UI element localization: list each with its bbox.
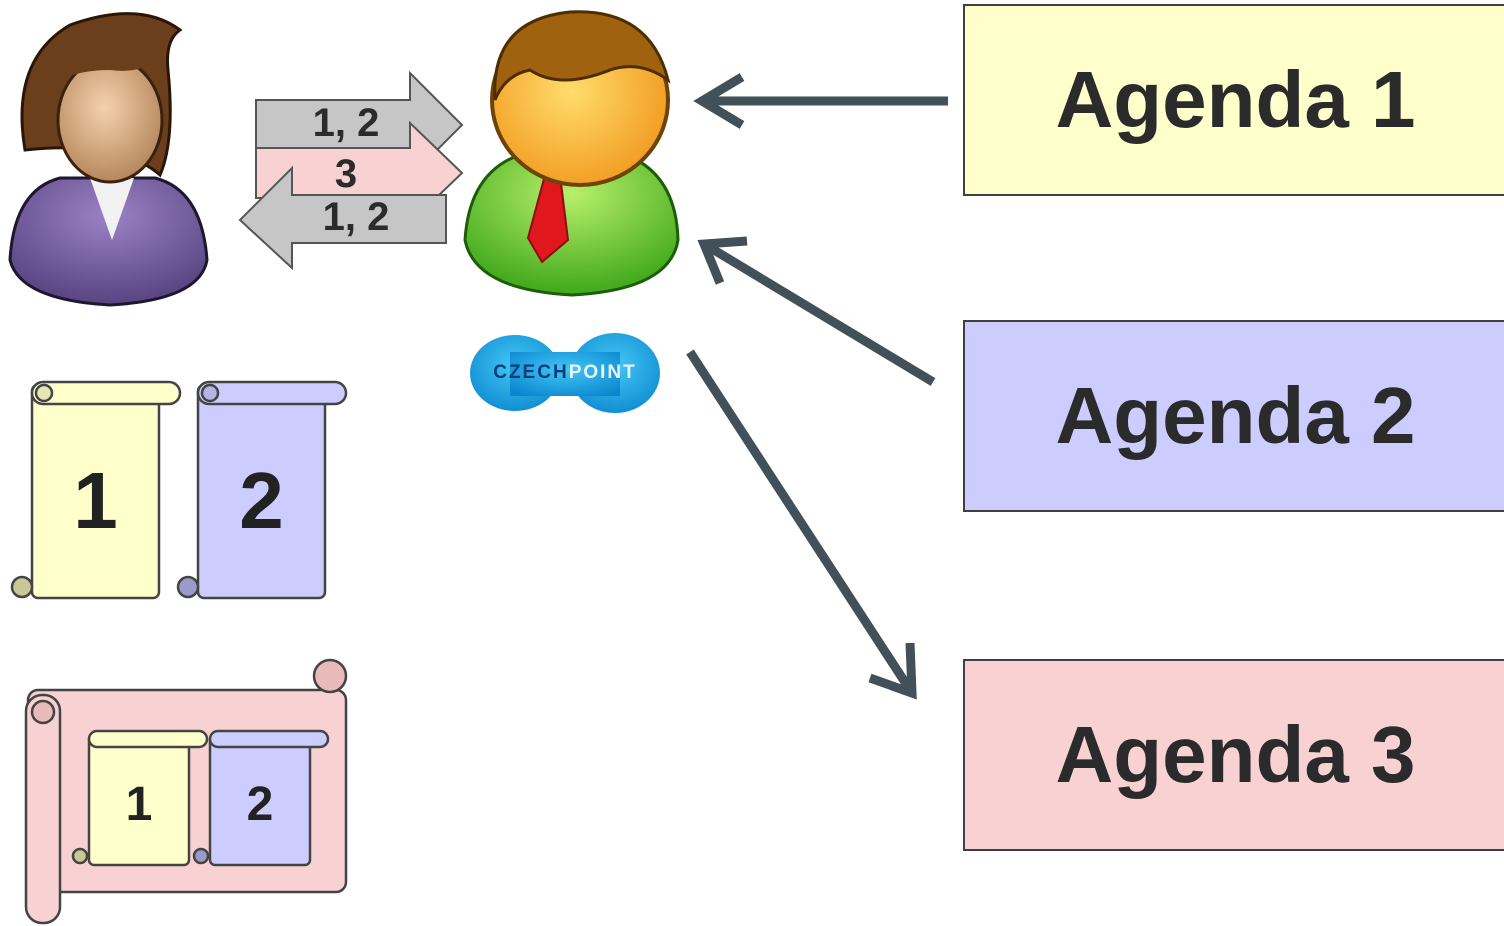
combined-document-1-number: 1 [125, 778, 153, 831]
clerk-man-icon [463, 10, 680, 297]
document-1-number: 1 [73, 456, 118, 545]
czechpoint-logo-shape [470, 333, 660, 413]
connector-arrows [686, 73, 948, 700]
combined-document-2-number: 2 [246, 778, 274, 831]
arrow-agenda2-to-clerk [697, 236, 936, 386]
logo-part-point: POINT [568, 362, 637, 383]
exchange-arrows [238, 70, 464, 271]
agenda-box-2: Agenda 2 [963, 320, 1504, 512]
client-woman-icon [8, 12, 209, 307]
agenda-1-label: Agenda 1 [1055, 55, 1416, 144]
logo-part-czech: CZECH [493, 362, 569, 383]
agenda-box-1: Agenda 1 [963, 4, 1504, 196]
arrow-label-bottom: 1, 2 [322, 195, 390, 239]
arrow-clerk-to-agenda3 [686, 349, 917, 700]
agenda-2-label: Agenda 2 [1055, 371, 1416, 460]
arrow-label-middle: 3 [334, 152, 358, 196]
agenda-3-label: Agenda 3 [1055, 710, 1416, 799]
agenda-box-3: Agenda 3 [963, 659, 1504, 851]
document-2-number: 2 [239, 456, 284, 545]
document-scroll-2 [176, 380, 348, 600]
document-scroll-1 [10, 380, 182, 600]
arrow-agenda1-to-clerk [693, 73, 948, 129]
document-scroll-combined [24, 658, 348, 925]
arrow-label-top: 1, 2 [312, 101, 380, 145]
